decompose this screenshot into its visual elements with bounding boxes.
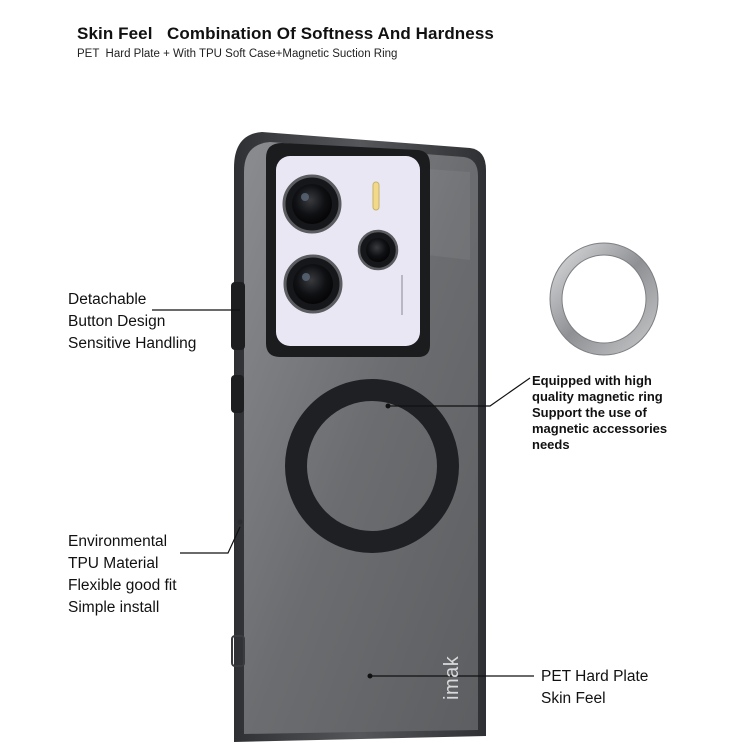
callout-tpu-line-2: TPU Material (68, 555, 159, 572)
leader-lines (152, 309, 534, 677)
callout-magnetic-line-5: needs (532, 437, 570, 452)
callout-buttons-line-2: Button Design (68, 313, 166, 330)
header: Skin Feel Combination Of Softness And Ha… (77, 24, 494, 60)
callout-buttons: Detachable Button Design Sensitive Handl… (68, 289, 196, 355)
callout-pet: PET Hard Plate Skin Feel (541, 666, 648, 710)
callout-magnetic-line-1: Equipped with high (532, 373, 652, 388)
side-port (237, 519, 243, 525)
callout-magnetic-line-3: Support the use of (532, 405, 647, 420)
side-clip (231, 635, 245, 667)
flash-icon (372, 181, 380, 211)
callout-buttons-line-3: Sensitive Handling (68, 335, 197, 352)
magnetic-ring-accessory (549, 242, 659, 356)
side-button-power (231, 282, 245, 350)
callout-magnetic-line-4: magnetic accessories (532, 421, 668, 436)
callout-pet-line-1: PET Hard Plate (541, 668, 649, 685)
callout-magnetic: Equipped with high quality magnetic ring… (532, 373, 667, 453)
brand-logo: imak (441, 655, 463, 700)
magnetic-ring (285, 379, 459, 553)
camera-module (266, 143, 430, 357)
callout-tpu-line-4: Simple install (68, 599, 160, 616)
callout-tpu-line-3: Flexible good fit (68, 577, 177, 594)
callout-buttons-line-1: Detachable (68, 291, 147, 308)
page-subtitle: PET Hard Plate + With TPU Soft Case+Magn… (77, 48, 398, 60)
page-title: Skin Feel Combination Of Softness And Ha… (77, 24, 494, 43)
callout-tpu: Environmental TPU Material Flexible good… (68, 531, 177, 619)
callout-tpu-line-1: Environmental (68, 533, 168, 550)
side-button-volume (231, 375, 244, 413)
callout-pet-line-2: Skin Feel (541, 690, 606, 707)
callout-magnetic-line-2: quality magnetic ring (532, 389, 663, 404)
